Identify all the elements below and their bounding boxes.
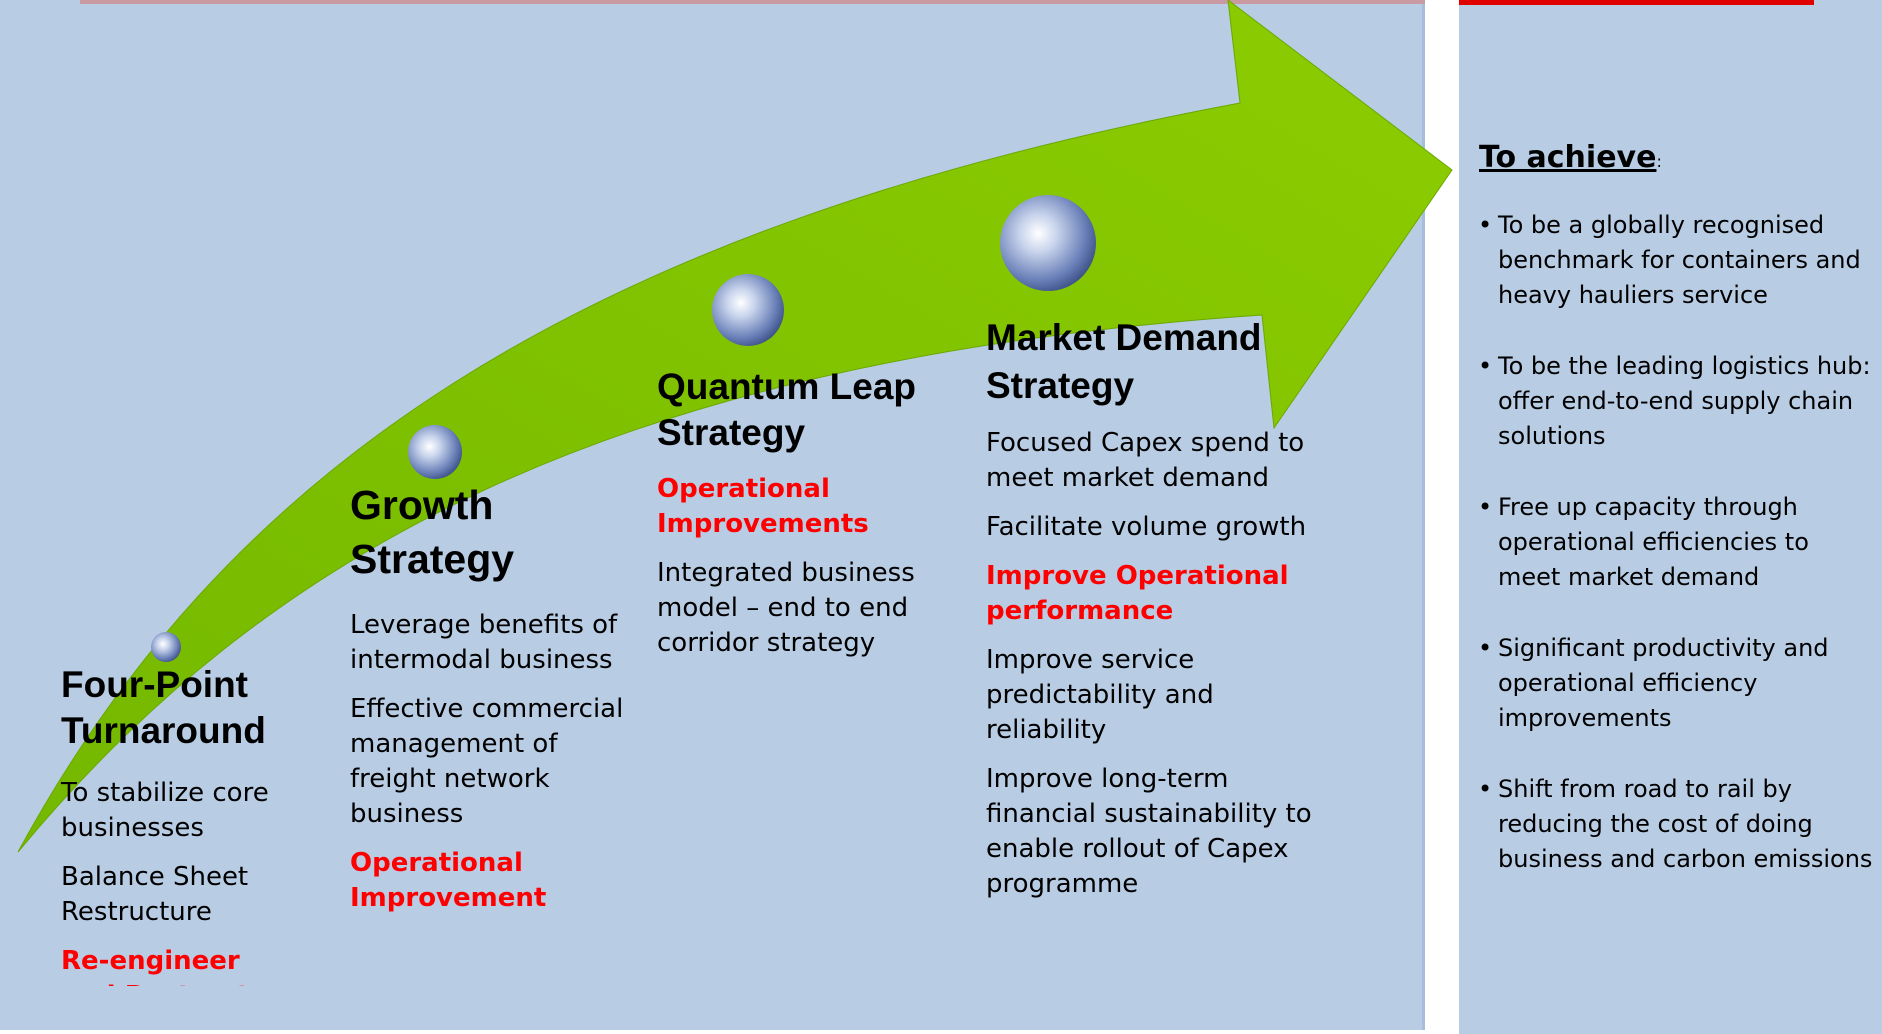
achieve-point-text: To be a globally recognised benchmark fo…: [1498, 211, 1861, 309]
top-divider: [80, 0, 1425, 4]
stage-growth: Growth Strategy Leverage benefits of int…: [350, 478, 635, 930]
stage-title-line1: Four-Point: [61, 664, 249, 705]
milestone-orb-4: [1000, 195, 1096, 291]
achieve-point: •Significant productivity and operationa…: [1476, 631, 1876, 736]
stage-four-point: Four-Point Turnaround To stabilize core …: [61, 662, 301, 1000]
milestone-orb-2: [408, 425, 462, 479]
bullet-icon: •: [1478, 352, 1493, 380]
bullet-icon: •: [1478, 775, 1493, 803]
milestone-orb-1: [151, 632, 181, 662]
achieve-panel: [1459, 0, 1882, 1034]
stage-title: Quantum Leap Strategy: [657, 364, 927, 456]
achieve-point-text: Free up capacity through operational eff…: [1498, 493, 1809, 591]
achieve-list: •To be a globally recognised benchmark f…: [1476, 208, 1876, 913]
stage-item: Facilitate volume growth: [986, 512, 1307, 542]
achieve-heading: To achieve:: [1479, 140, 1662, 175]
stage-title: Market Demand Strategy: [986, 314, 1316, 410]
stage-item: Focused Capex spend to meet market deman…: [986, 428, 1305, 493]
achieve-point: •To be the leading logistics hub: offer …: [1476, 349, 1876, 454]
stage-title-line1: Quantum Leap: [657, 366, 917, 407]
stage-title-line1: Market Demand: [986, 317, 1262, 358]
stage-title-line2: Turnaround: [61, 710, 266, 751]
milestone-orb-3: [712, 274, 784, 346]
achieve-point: •Free up capacity through operational ef…: [1476, 490, 1876, 595]
stage-item: Balance Sheet Restructure: [61, 862, 249, 927]
arrow-body: [17, 0, 1453, 853]
bullet-icon: •: [1478, 211, 1493, 239]
stage-item: To stabilize core businesses: [61, 778, 269, 843]
stage-item: Improve service predictability and relia…: [986, 645, 1214, 745]
stage-quantum-leap: Quantum Leap Strategy Operational Improv…: [657, 364, 927, 675]
top-red-bar: [1459, 0, 1814, 5]
stage-title: Growth Strategy: [350, 478, 635, 586]
stage-item-highlight: Improve Operational performance: [986, 561, 1289, 626]
stage-item-highlight: Operational Improvements: [657, 474, 869, 539]
stage-item-highlight: Re-engineer and Restructure core busines…: [61, 946, 298, 986]
stage-item: Improve long-term financial sustainabili…: [986, 764, 1312, 899]
stage-title-line1: Growth: [350, 482, 494, 528]
achieve-point-text: Significant productivity and operational…: [1498, 634, 1829, 732]
achieve-title: To achieve: [1479, 140, 1657, 175]
achieve-point: •Shift from road to rail by reducing the…: [1476, 772, 1876, 877]
stage-item: Leverage benefits of intermodal business: [350, 610, 618, 675]
achieve-point-text: To be the leading logistics hub: offer e…: [1498, 352, 1871, 450]
stage-title-line2: Strategy: [657, 412, 806, 453]
stage-title: Four-Point Turnaround: [61, 662, 301, 754]
stage-item: Integrated business model – end to end c…: [657, 558, 915, 658]
stage-title-line2: Strategy: [986, 365, 1135, 406]
stage-item: Effective commercial management of freig…: [350, 694, 624, 829]
bullet-icon: •: [1478, 634, 1493, 662]
achieve-point: •To be a globally recognised benchmark f…: [1476, 208, 1876, 313]
stage-market-demand: Market Demand Strategy Focused Capex spe…: [986, 314, 1316, 916]
stage-title-line2: Strategy: [350, 536, 515, 582]
bullet-icon: •: [1478, 493, 1493, 521]
stage-item-highlight: Operational Improvement: [350, 848, 547, 913]
achieve-point-text: Shift from road to rail by reducing the …: [1498, 775, 1873, 873]
achieve-colon: :: [1656, 152, 1662, 171]
